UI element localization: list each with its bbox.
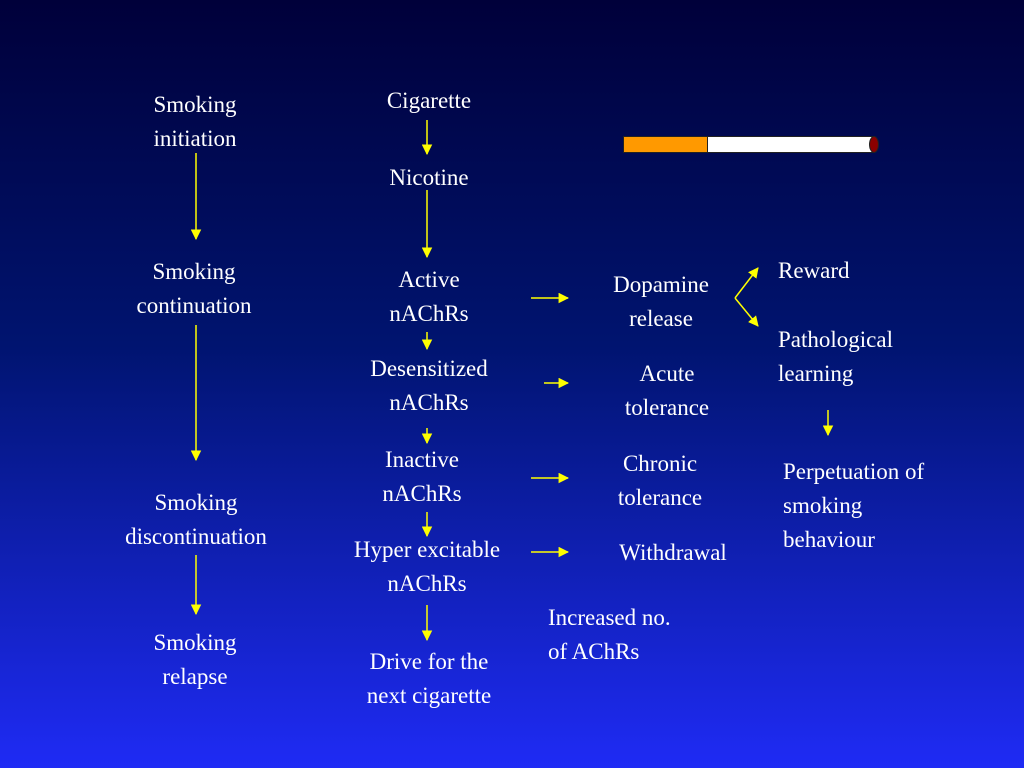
effect-increased-achrs: Increased no. of AChRs <box>548 605 671 664</box>
effect-dopamine-release: Dopamine release <box>613 272 709 331</box>
cigarette-ember <box>869 136 879 153</box>
node-cigarette: Cigarette <box>386 88 472 113</box>
node-desensitized-nachrs: Desensitized nAChRs <box>370 356 488 415</box>
cigarette-paper <box>707 136 875 153</box>
outcome-pathological-learning: Pathological learning <box>778 327 893 386</box>
effect-acute-tolerance: Acute tolerance <box>624 361 710 420</box>
outcome-reward: Reward <box>778 258 850 283</box>
stage-relapse: Smoking relapse <box>153 630 237 689</box>
stage-discontinuation: Smoking discontinuation <box>125 490 267 549</box>
effect-withdrawal: Withdrawal <box>619 540 727 565</box>
node-hyper-excitable-nachrs: Hyper excitable nAChRs <box>353 537 501 596</box>
node-nicotine: Nicotine <box>389 165 469 190</box>
node-inactive-nachrs: Inactive nAChRs <box>382 447 462 506</box>
stage-initiation: Smoking initiation <box>153 92 237 151</box>
stage-continuation: Smoking continuation <box>136 259 252 318</box>
cigarette-filter <box>623 136 708 153</box>
node-drive-next-cigarette: Drive for the next cigarette <box>366 649 492 708</box>
effect-chronic-tolerance: Chronic tolerance <box>617 451 703 510</box>
arrow-dopamine-to-reward <box>734 267 759 299</box>
arrow-dopamine-to-pathological <box>734 297 759 327</box>
node-active-nachrs: Active nAChRs <box>389 267 469 326</box>
outcome-perpetuation: Perpetuation of smoking behaviour <box>783 459 925 552</box>
